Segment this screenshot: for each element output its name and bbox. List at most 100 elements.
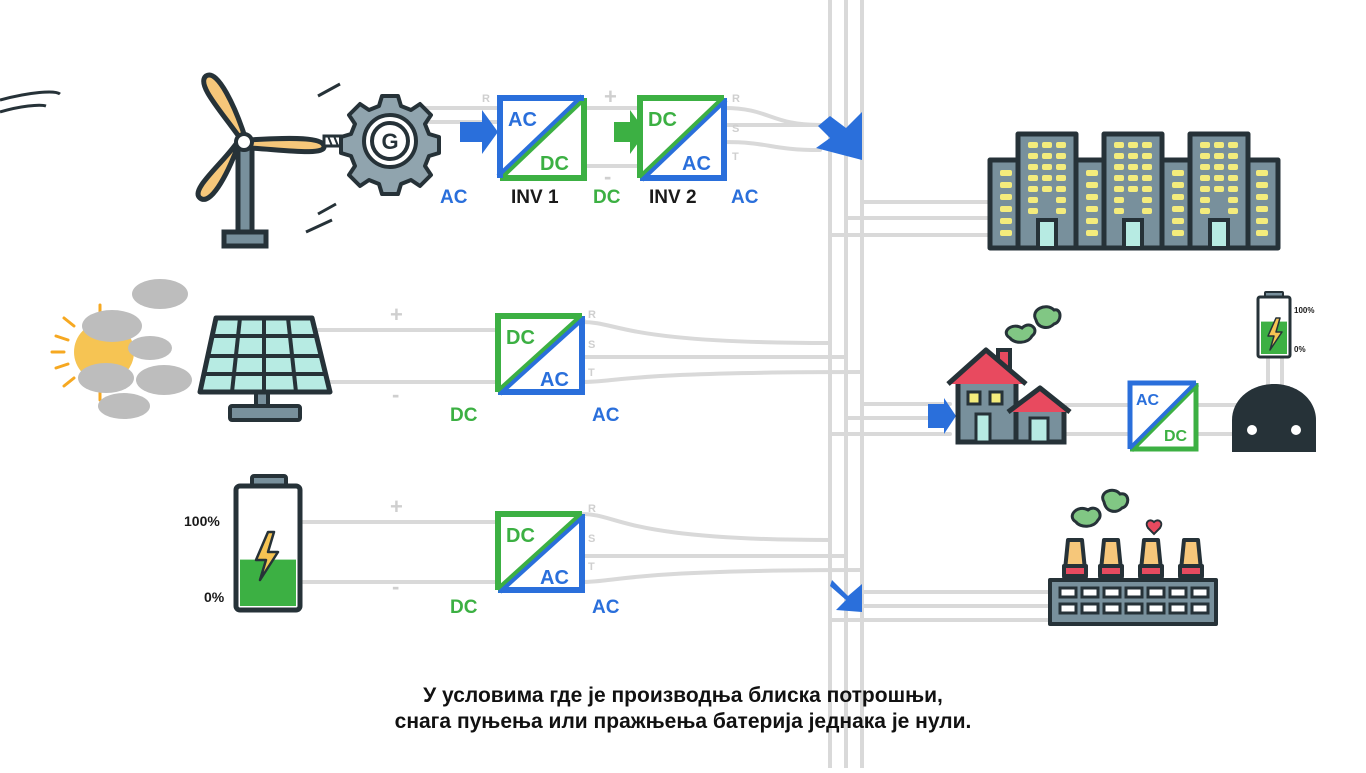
building-window <box>1056 164 1066 170</box>
sun-cloud-icon <box>50 279 192 419</box>
caption-line-2: снага пуњења или пражњења батерија једна… <box>394 710 972 733</box>
inverter-2-icon <box>637 95 728 182</box>
wires <box>296 0 1284 770</box>
building-window <box>1128 186 1138 192</box>
lightning-icon <box>1267 317 1283 351</box>
phase-s-label: S <box>588 533 596 545</box>
building-window <box>1128 175 1138 181</box>
solar-dc-label: DC <box>450 405 478 426</box>
generator-letter: G <box>381 129 398 154</box>
building-window <box>1042 142 1052 148</box>
building-window <box>1000 170 1012 176</box>
building-window <box>1172 206 1184 212</box>
ev-inv-ac-text: AC <box>1136 392 1160 409</box>
building-window <box>1142 153 1152 159</box>
lightning-icon <box>254 530 280 582</box>
building-window <box>1256 206 1268 212</box>
building-window <box>1228 175 1238 181</box>
phase-t-label: T <box>732 151 739 163</box>
phase-t-label: T <box>588 367 595 379</box>
building-window <box>1056 197 1066 203</box>
electric-car-icon <box>1232 384 1316 452</box>
ev-inv-dc-text: DC <box>1164 428 1188 445</box>
phase-r-label: R <box>588 503 596 515</box>
building-window <box>1256 230 1268 236</box>
building-window <box>1042 175 1052 181</box>
battery-full-label: 100% <box>184 513 220 529</box>
building-window <box>1172 170 1184 176</box>
building-window <box>1200 175 1210 181</box>
batt-inv-dc-text: DC <box>506 525 535 547</box>
building-window <box>1028 197 1038 203</box>
building-window <box>1200 197 1210 203</box>
building-window <box>1142 197 1152 203</box>
building-window <box>1056 208 1066 214</box>
building-window <box>1142 186 1152 192</box>
ev-battery-icon <box>1256 291 1292 359</box>
ev-battery-full-label: 100% <box>1294 306 1315 315</box>
building-window <box>1172 194 1184 200</box>
plus-label: + <box>604 84 617 109</box>
building-window <box>1256 194 1268 200</box>
battery-icon <box>233 474 303 613</box>
building-window <box>1228 208 1238 214</box>
wind-ac-label: AC <box>440 187 468 208</box>
batt-inv-ac-text: AC <box>540 567 569 589</box>
phase-s-label: S <box>732 123 740 135</box>
house-icon <box>946 305 1072 445</box>
minus-label: - <box>392 382 400 407</box>
building-window <box>1228 164 1238 170</box>
building-window <box>1056 186 1066 192</box>
inv2-label: INV 2 <box>649 187 697 208</box>
wind-out-ac-label: AC <box>731 187 759 208</box>
ev-battery-empty-label: 0% <box>1294 345 1306 354</box>
arrow-icon <box>816 112 862 160</box>
building-window <box>1042 186 1052 192</box>
building-window <box>1086 230 1098 236</box>
plus-label: + <box>390 494 403 519</box>
arrow-icon <box>928 398 956 434</box>
building-window <box>1128 164 1138 170</box>
minus-label: - <box>604 164 612 189</box>
building-window <box>1114 175 1124 181</box>
inv1-dc-text: DC <box>540 153 569 175</box>
wind-turbine <box>0 72 364 249</box>
building-window <box>1114 153 1124 159</box>
phase-t-label: T <box>588 561 595 573</box>
building-window <box>1200 186 1210 192</box>
building-window <box>1028 208 1038 214</box>
solar-inv-ac-text: AC <box>540 369 569 391</box>
building-window <box>1228 186 1238 192</box>
building-window <box>1114 186 1124 192</box>
building-window <box>1000 218 1012 224</box>
building-window <box>1256 218 1268 224</box>
building-window <box>1028 186 1038 192</box>
building-window <box>1000 182 1012 188</box>
phase-r-label: R <box>732 93 740 105</box>
inv1-ac-text: AC <box>508 109 537 131</box>
building-window <box>1086 170 1098 176</box>
dc-link-label: DC <box>593 187 621 208</box>
building-window <box>1086 182 1098 188</box>
building-window <box>1172 218 1184 224</box>
building-window <box>1028 153 1038 159</box>
office-buildings-icon <box>987 131 1281 251</box>
building-window <box>1214 153 1224 159</box>
building-window <box>1200 164 1210 170</box>
building-window <box>1114 142 1124 148</box>
arrow-icon <box>460 110 498 154</box>
building-window <box>1114 164 1124 170</box>
phase-r-label: R <box>482 93 490 105</box>
building-window <box>1200 208 1210 214</box>
factory-icon <box>1048 488 1218 626</box>
solar-ac-label: AC <box>592 405 620 426</box>
building-window <box>1042 164 1052 170</box>
building-window <box>1172 230 1184 236</box>
inv1-label: INV 1 <box>511 187 559 208</box>
inv2-dc-text: DC <box>648 109 677 131</box>
building-window <box>1056 175 1066 181</box>
building-window <box>1028 175 1038 181</box>
building-window <box>1142 164 1152 170</box>
building-window <box>1042 153 1052 159</box>
building-window <box>1128 142 1138 148</box>
